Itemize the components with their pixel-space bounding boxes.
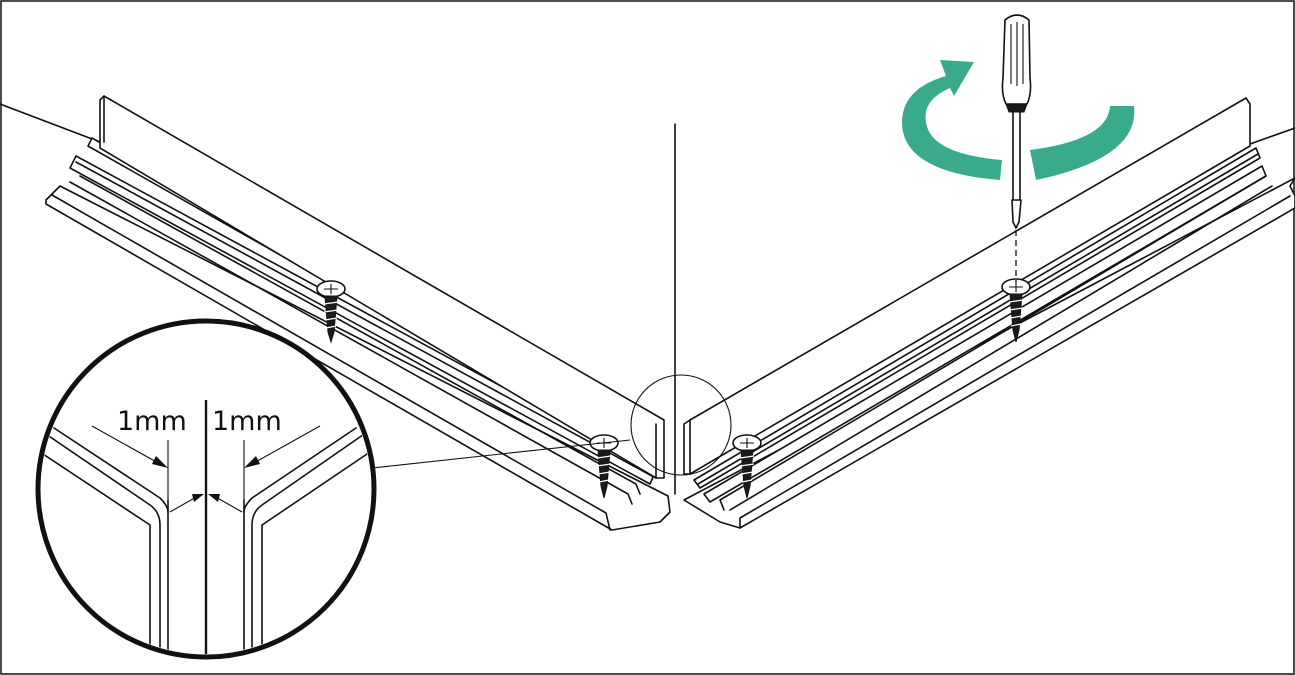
detail-marker (630, 374, 732, 476)
right-profile (683, 97, 1295, 529)
screw-icon (732, 434, 762, 499)
wall-line-left (0, 103, 101, 143)
gap-label-right: 1mm (212, 406, 282, 437)
magnified-detail (35, 318, 377, 660)
rotate-arrow-icon (901, 60, 1135, 180)
wall-line-right (1249, 127, 1295, 145)
leader-line (371, 439, 631, 469)
screwdriver-icon (1001, 14, 1032, 282)
screw-icon (589, 434, 619, 499)
screw-icon (316, 280, 346, 344)
screw-icon (1001, 278, 1031, 343)
left-profile (45, 95, 671, 531)
gap-label-left: 1mm (117, 406, 187, 437)
